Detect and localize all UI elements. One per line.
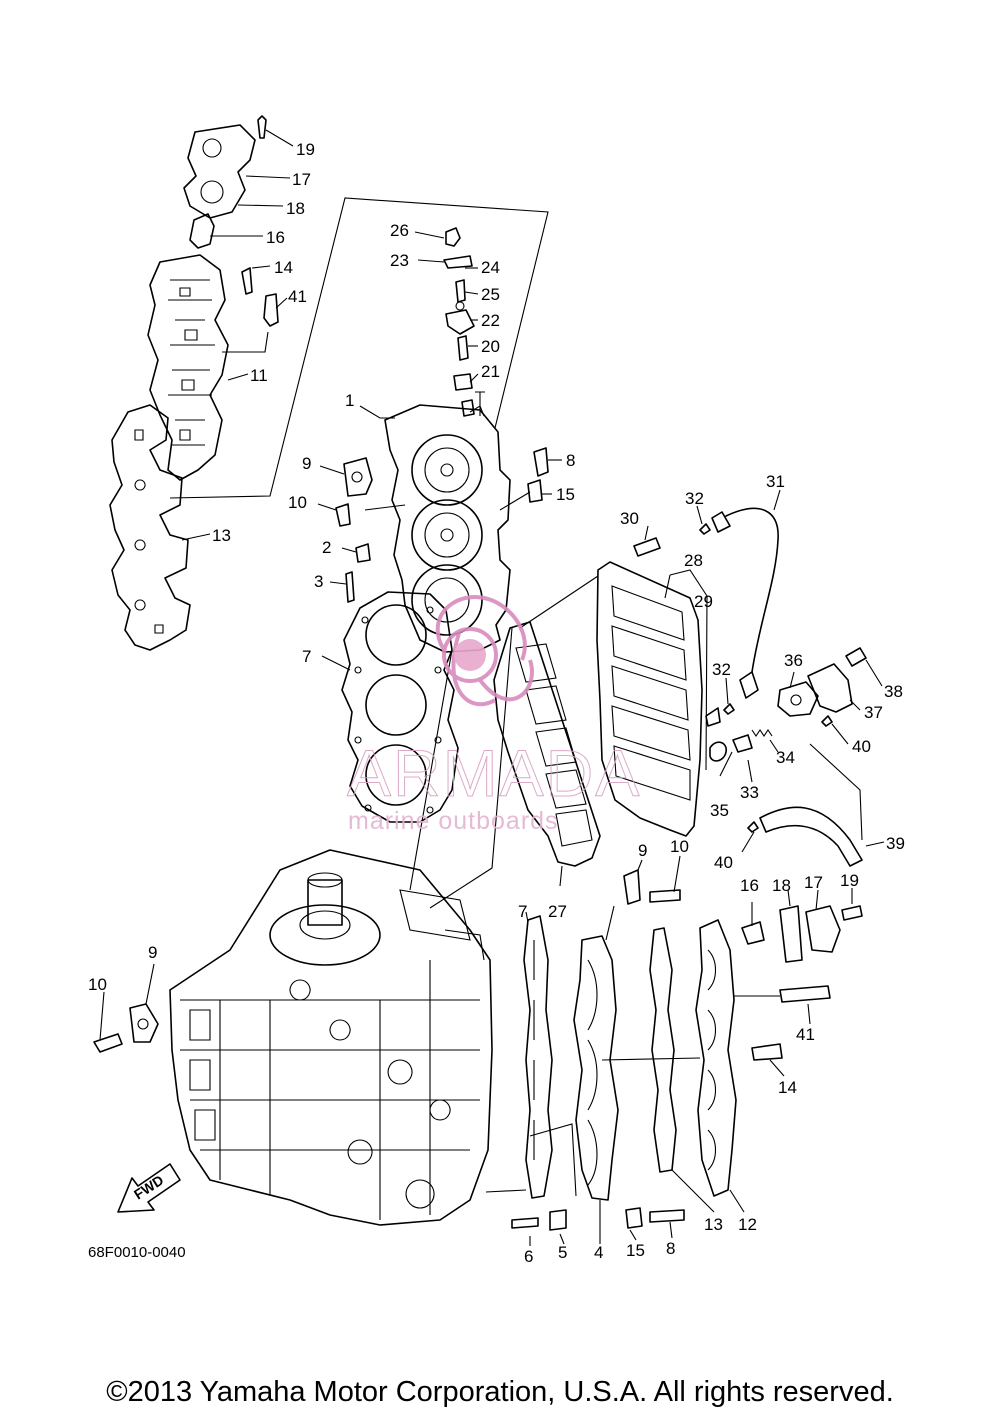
- exhaust-gasket-lower: [649, 927, 677, 1173]
- fwd-label: FWD: [131, 1172, 166, 1203]
- part-label: 18: [772, 876, 791, 895]
- copyright-notice: ©2013 Yamaha Motor Corporation, U.S.A. A…: [106, 1376, 894, 1408]
- part-label: 11: [250, 366, 268, 385]
- callout-labels: 19 17 18 16 14 41 11 13 26 23 24 25 22 2…: [88, 140, 905, 1266]
- cylinder-head-assembly: [317, 227, 562, 653]
- part-label: 1: [345, 391, 354, 410]
- exhaust-cover-28: [596, 561, 703, 837]
- part-label: 13: [704, 1215, 723, 1234]
- part-label: 2: [322, 538, 331, 557]
- exhaust-gasket-27: [493, 621, 601, 867]
- head-gasket-lower: [523, 915, 553, 1199]
- part-label: 19: [840, 871, 859, 890]
- part-label: 17: [804, 873, 823, 892]
- head-gasket-upper: [321, 591, 459, 891]
- part-label: 32: [712, 660, 731, 679]
- part-label: 41: [288, 287, 307, 306]
- hose-assembly: [696, 489, 885, 867]
- thermostat-cover-upper: [183, 124, 256, 219]
- armada-watermark: ARMADA marine outboards: [347, 595, 641, 835]
- part-label: 6: [524, 1247, 533, 1266]
- armada-logo-icon: [435, 595, 534, 707]
- part-label: 18: [286, 199, 305, 218]
- part-label: 15: [556, 485, 575, 504]
- part-label: 7: [518, 902, 527, 921]
- part-label: 15: [626, 1241, 645, 1260]
- watermark-subtitle: marine outboards: [348, 807, 559, 835]
- exhaust-gasket-upper: [109, 404, 191, 651]
- part-label: 16: [266, 228, 285, 247]
- part-label: 33: [740, 783, 759, 802]
- part-label: 10: [670, 837, 689, 856]
- part-label: 16: [740, 876, 759, 895]
- part-label: 38: [884, 682, 903, 701]
- part-label: 29: [694, 592, 713, 611]
- part-label: 10: [288, 493, 307, 512]
- part-label: 8: [666, 1239, 675, 1258]
- part-label: 7: [302, 647, 311, 666]
- part-label: 4: [594, 1243, 603, 1262]
- part-label: 14: [274, 258, 293, 277]
- part-label: 41: [796, 1025, 815, 1044]
- part-label: 34: [776, 748, 795, 767]
- exhaust-cover-upper: [147, 254, 229, 481]
- cylinder-head: [384, 404, 511, 653]
- fwd-arrow-icon: [117, 1163, 181, 1213]
- part-label: 27: [548, 902, 567, 921]
- part-label: 25: [481, 285, 500, 304]
- part-label: 24: [481, 258, 500, 277]
- part-label: 23: [390, 251, 409, 270]
- part-label: 36: [784, 651, 803, 670]
- part-label: 21: [481, 362, 500, 381]
- upper-left-exhaust-assembly: [109, 115, 549, 651]
- part-label: 19: [296, 140, 315, 159]
- part-label: 9: [638, 841, 647, 860]
- part-label: 9: [302, 454, 311, 473]
- part-label: 10: [88, 975, 107, 994]
- part-label: 30: [620, 509, 639, 528]
- part-label: 35: [710, 801, 729, 820]
- part-label: 37: [864, 703, 883, 722]
- exhaust-cover-assembly: [429, 525, 708, 909]
- part-label: 31: [766, 472, 785, 491]
- exhaust-cover-lower: [695, 919, 737, 1197]
- part-label: 3: [314, 572, 323, 591]
- lower-exploded-assembly: [485, 855, 863, 1246]
- part-label: 40: [714, 853, 733, 872]
- cylinder-head-lower: [573, 935, 619, 1201]
- part-label: 8: [566, 451, 575, 470]
- part-label: 17: [292, 170, 311, 189]
- part-label: 26: [390, 221, 409, 240]
- water-hose-39: [759, 806, 863, 867]
- part-label: 20: [481, 337, 500, 356]
- part-label: 28: [684, 551, 703, 570]
- part-label: 12: [738, 1215, 757, 1234]
- part-label: 22: [481, 311, 500, 330]
- part-label: 9: [148, 943, 157, 962]
- part-label: 40: [852, 737, 871, 756]
- part-label: 5: [558, 1243, 567, 1262]
- part-label: 39: [886, 834, 905, 853]
- thermostat-upper: [189, 213, 215, 249]
- diagram-code: 68F0010-0040: [88, 1244, 186, 1261]
- part-label: 14: [778, 1078, 797, 1097]
- water-hose-31: [725, 507, 779, 673]
- part-label: 32: [685, 489, 704, 508]
- watermark-title: ARMADA: [347, 736, 641, 810]
- part-label: 13: [212, 526, 231, 545]
